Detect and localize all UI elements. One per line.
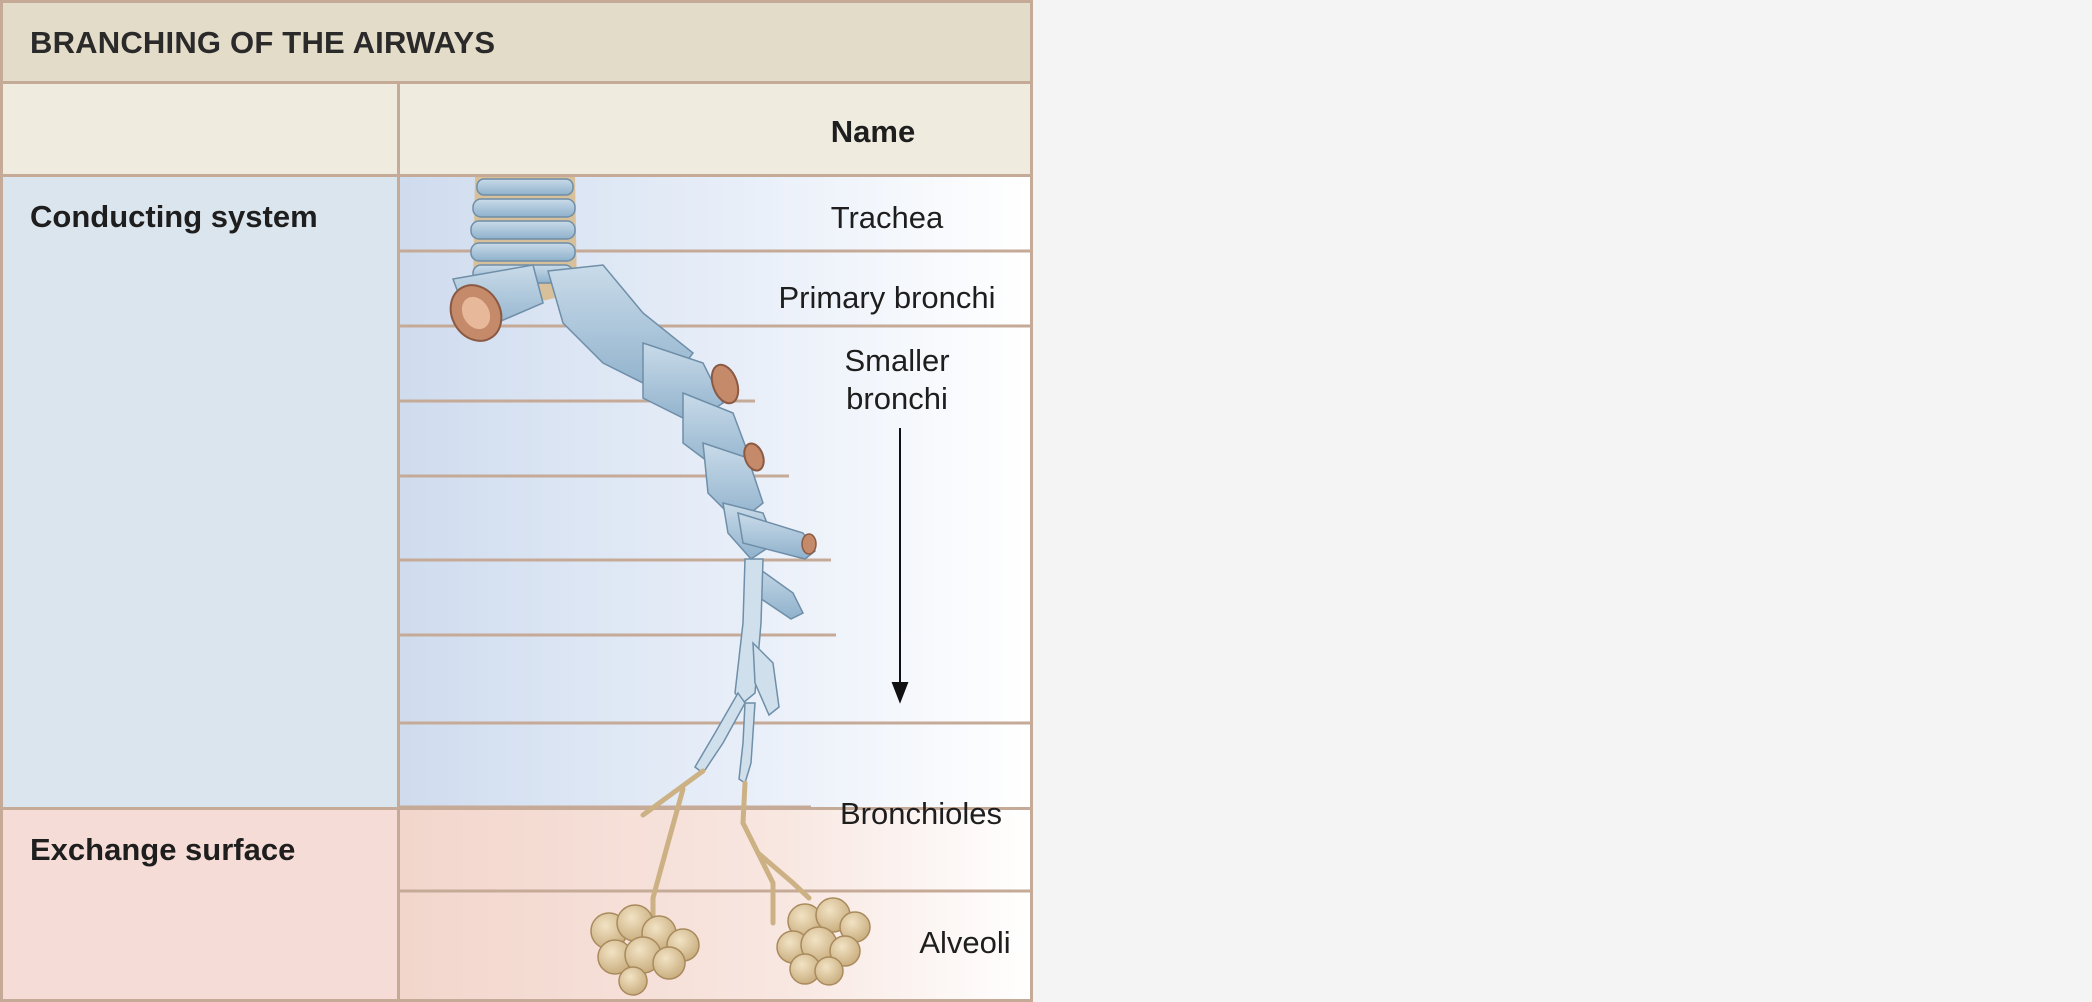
alveoli-cluster-right xyxy=(776,897,871,986)
name-column-header: Name xyxy=(830,114,916,149)
label-alveoli: Alveoli xyxy=(919,925,1010,960)
conducting-system-label: Conducting system xyxy=(30,199,318,234)
bronchioles-branches xyxy=(640,768,812,926)
label-smaller-bronchi-line2: bronchi xyxy=(846,381,948,416)
conducting-system-cell: Conducting system xyxy=(3,177,397,807)
label-bronchioles: Bronchioles xyxy=(840,796,1002,831)
title-bar: BRANCHING OF THE AIRWAYS xyxy=(3,3,1030,84)
airway-branching-figure: BRANCHING OF THE AIRWAYS Name Conducting… xyxy=(0,0,1033,1002)
column-divider xyxy=(397,84,400,999)
right-primary-bronchus xyxy=(547,264,776,560)
table-header-row: Name xyxy=(3,84,1030,177)
exchange-surface-label: Exchange surface xyxy=(30,832,296,867)
exchange-illustration-area xyxy=(400,810,1030,999)
label-trachea: Trachea xyxy=(831,200,944,235)
smaller-bronchi xyxy=(694,558,780,785)
label-smaller-bronchi-line1: Smaller xyxy=(844,343,949,378)
alveoli-cluster-left xyxy=(590,904,700,996)
airway-illustration: Trachea Primary bronchi Smaller bronchi … xyxy=(400,177,1030,996)
exchange-surface-cell: Exchange surface xyxy=(3,810,397,999)
down-arrow-icon xyxy=(891,428,909,704)
left-primary-bronchus xyxy=(449,264,544,342)
figure-title: BRANCHING OF THE AIRWAYS xyxy=(30,25,496,60)
label-primary-bronchi: Primary bronchi xyxy=(778,280,995,315)
